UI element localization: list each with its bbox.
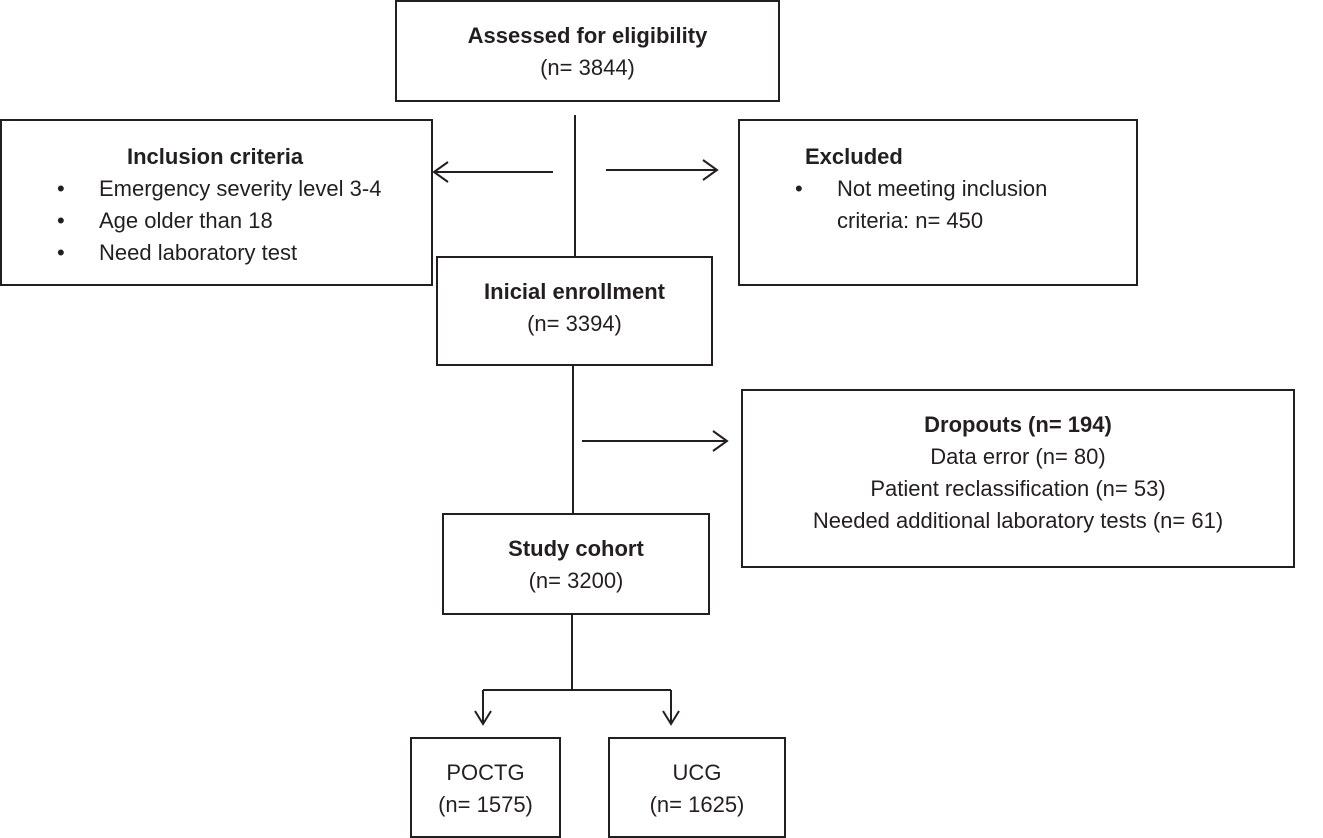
dropouts-box: Dropouts (n= 194) Data error (n= 80) Pat…: [741, 389, 1295, 568]
arrow-to-ucg-head: [662, 710, 680, 726]
cohort-count: (n= 3200): [528, 568, 624, 593]
assessed-count: (n= 3844): [540, 55, 635, 80]
assessed-title: Assessed for eligibility: [467, 23, 708, 48]
inclusion-item: Need laboratory test: [57, 237, 431, 269]
poctg-box: POCTG (n= 1575): [410, 737, 561, 838]
dropouts-line-data-error: Data error (n= 80): [930, 444, 1106, 469]
excluded-item: Not meeting inclusion criteria: n= 450: [795, 173, 1136, 237]
enrollment-box: Inicial enrollment (n= 3394): [436, 256, 713, 366]
ucg-count: (n= 1625): [649, 792, 745, 817]
inclusion-item: Emergency severity level 3-4: [57, 173, 431, 205]
excluded-item-line2: criteria: n= 450: [837, 208, 984, 233]
ucg-box: UCG (n= 1625): [608, 737, 786, 838]
arrow-to-inclusion-head: [432, 161, 449, 183]
excluded-title: Excluded: [805, 144, 903, 169]
enrollment-title: Inicial enrollment: [484, 279, 665, 304]
arrow-to-excluded-head: [702, 159, 719, 181]
ucg-label: UCG: [672, 760, 722, 785]
cohort-title: Study cohort: [508, 536, 644, 561]
dropouts-title: Dropouts (n= 194): [924, 412, 1112, 437]
inclusion-list: Emergency severity level 3-4 Age older t…: [57, 173, 431, 269]
arrow-to-dropouts-head: [712, 430, 729, 452]
inclusion-title: Inclusion criteria: [127, 144, 304, 169]
poctg-count: (n= 1575): [438, 792, 533, 817]
arrow-to-poctg-head: [474, 710, 492, 726]
excluded-list: Not meeting inclusion criteria: n= 450: [795, 173, 1136, 237]
excluded-item-line1: Not meeting inclusion: [837, 176, 1048, 201]
inclusion-item: Age older than 18: [57, 205, 431, 237]
dropouts-line-reclassification: Patient reclassification (n= 53): [870, 476, 1166, 501]
inclusion-box: Inclusion criteria Emergency severity le…: [0, 119, 433, 286]
enrollment-count: (n= 3394): [527, 311, 622, 336]
assessed-box: Assessed for eligibility (n= 3844): [395, 0, 780, 102]
dropouts-line-additional-tests: Needed additional laboratory tests (n= 6…: [812, 508, 1224, 533]
poctg-label: POCTG: [446, 760, 525, 785]
excluded-box: Excluded Not meeting inclusion criteria:…: [738, 119, 1138, 286]
cohort-box: Study cohort (n= 3200): [442, 513, 710, 615]
